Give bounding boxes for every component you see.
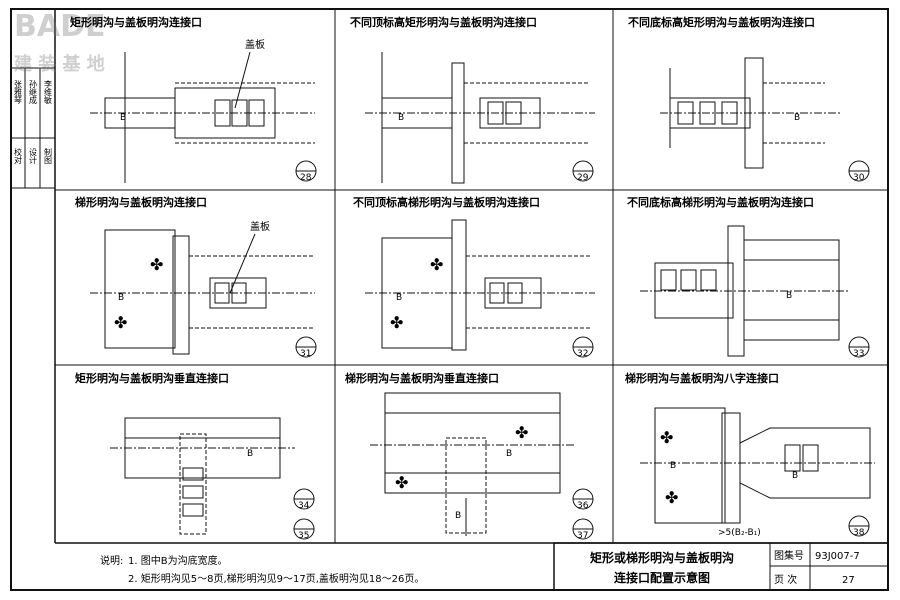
- fan-icon: ✤: [390, 313, 403, 332]
- panel-32: 不同顶标高梯形明沟与盖板明沟连接口 ✤ ✤ B 32: [353, 195, 595, 359]
- atlas-label: 图集号: [774, 549, 804, 562]
- fan-icon: ✤: [660, 428, 673, 447]
- panel-38: 梯形明沟与盖板明沟八字连接口 ✤ ✤ B B >5(B₂-B₁) 38: [625, 371, 875, 538]
- side-signature-block: 校对 设计 制图 张雅琴 孙继成 李维敏: [10, 67, 56, 189]
- dim-b: B: [120, 113, 126, 123]
- fan-icon: ✤: [395, 473, 408, 492]
- detail-number: 28: [300, 173, 312, 183]
- svg-text:建 装 基 地: 建 装 基 地: [14, 53, 105, 75]
- title-line-1: 矩形或梯形明沟与盖板明沟: [589, 550, 734, 565]
- panel-title: 不同顶标高梯形明沟与盖板明沟连接口: [353, 195, 540, 209]
- cover-label: 盖板: [245, 38, 265, 51]
- notes-line-2: 2. 矩形明沟见5～8页,梯形明沟见9～17页,盖板明沟见18～26页。: [128, 572, 424, 585]
- detail-number: 32: [577, 349, 588, 359]
- outer-frame: [10, 8, 889, 591]
- atlas-value: 93J007-7: [815, 551, 860, 562]
- role-draw: 制图: [44, 147, 53, 165]
- panel-title: 梯形明沟与盖板明沟连接口: [75, 195, 207, 209]
- panel-34-35: 矩形明沟与盖板明沟垂直连接口 B 34 35: [75, 371, 315, 541]
- panel-title: 不同底标高梯形明沟与盖板明沟连接口: [627, 195, 814, 209]
- panel-title: 矩形明沟与盖板明沟连接口: [70, 15, 202, 29]
- detail-number: 35: [298, 531, 309, 541]
- name-check: 张雅琴: [14, 80, 23, 105]
- title-block: 矩形或梯形明沟与盖板明沟 连接口配置示意图 图集号 93J007-7 页 次 2…: [553, 542, 889, 591]
- drawing-sheet: 校对 设计 制图 张雅琴 孙继成 李维敏 BADE 建 装 基 地 矩形明沟与盖…: [10, 8, 890, 592]
- svg-text:BADE: BADE: [14, 9, 105, 44]
- detail-number: 33: [853, 349, 864, 359]
- page-value: 27: [842, 575, 855, 586]
- detail-number: 31: [300, 349, 311, 359]
- panel-30: 不同底标高矩形明沟与盖板明沟连接口 B 30: [628, 15, 870, 183]
- detail-number: 38: [853, 528, 865, 538]
- dim-b: B: [786, 291, 792, 301]
- dim-b: B: [247, 449, 253, 459]
- panel-title: 梯形明沟与盖板明沟垂直连接口: [345, 371, 499, 385]
- detail-number: 29: [577, 173, 589, 183]
- title-line-2: 连接口配置示意图: [614, 570, 710, 585]
- panel-title: 不同顶标高矩形明沟与盖板明沟连接口: [350, 15, 537, 29]
- panel-29: 不同顶标高矩形明沟与盖板明沟连接口 B 29: [350, 15, 595, 184]
- panel-33: 不同底标高梯形明沟与盖板明沟连接口 B 33: [627, 195, 870, 359]
- role-check: 校对: [14, 147, 23, 164]
- dim-b: B: [398, 113, 404, 123]
- notes-line-1: 1. 图中B为沟底宽度。: [128, 554, 228, 567]
- dim-b1: B: [455, 511, 461, 521]
- role-design: 设计: [29, 147, 38, 165]
- fan-icon: ✤: [665, 488, 678, 507]
- panel-title: 不同底标高矩形明沟与盖板明沟连接口: [628, 15, 815, 29]
- drawing-canvas: 校对 设计 制图 张雅琴 孙继成 李维敏 BADE 建 装 基 地 矩形明沟与盖…: [10, 8, 889, 591]
- offset-formula: >5(B₂-B₁): [718, 528, 761, 538]
- dim-b1: B: [670, 461, 676, 471]
- name-draw: 李维敏: [44, 79, 53, 105]
- fan-icon: ✤: [515, 423, 528, 442]
- panel-31: 梯形明沟与盖板明沟连接口 盖板 ✤ ✤ B 31: [75, 195, 317, 359]
- name-design: 孙继成: [29, 79, 38, 105]
- notes-heading: 说明:: [100, 554, 123, 567]
- detail-number: 34: [298, 501, 310, 511]
- dim-b: B: [506, 449, 512, 459]
- panel-28: 矩形明沟与盖板明沟连接口 盖板 B 28: [70, 15, 317, 183]
- panel-title: 矩形明沟与盖板明沟垂直连接口: [75, 371, 229, 385]
- fan-icon: ✤: [150, 255, 163, 274]
- fan-icon: ✤: [430, 255, 443, 274]
- dim-b: B: [794, 113, 800, 123]
- detail-number: 37: [577, 531, 588, 541]
- cover-label: 盖板: [250, 220, 270, 233]
- panel-title: 梯形明沟与盖板明沟八字连接口: [625, 371, 779, 385]
- dim-b2: B: [792, 471, 798, 481]
- page-label: 页 次: [774, 573, 797, 586]
- detail-number: 36: [577, 501, 589, 511]
- detail-number: 30: [853, 173, 865, 183]
- panel-36-37: 梯形明沟与盖板明沟垂直连接口 ✤ ✤ B B 36 37: [345, 371, 594, 541]
- fan-icon: ✤: [114, 313, 127, 332]
- notes-block: 说明: 1. 图中B为沟底宽度。 2. 矩形明沟见5～8页,梯形明沟见9～17页…: [100, 554, 424, 585]
- watermark-logo: BADE 建 装 基 地: [14, 9, 105, 75]
- dim-b: B: [396, 293, 402, 303]
- dim-b: B: [118, 293, 124, 303]
